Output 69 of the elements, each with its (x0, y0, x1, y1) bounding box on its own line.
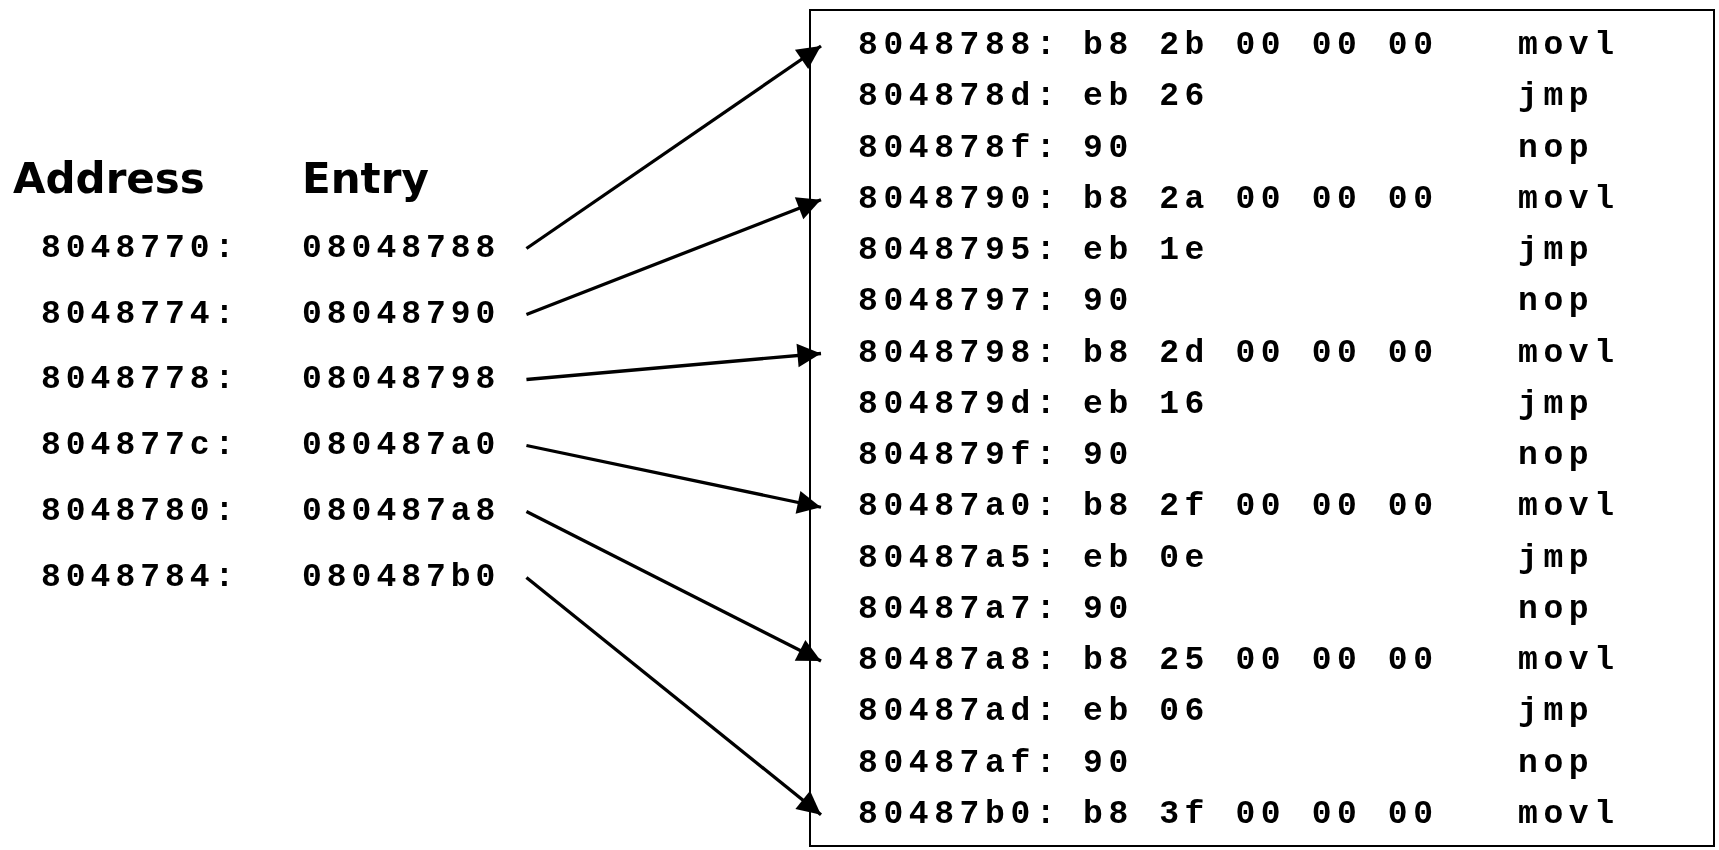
jump-table-entry: 080487a0 (302, 429, 501, 462)
jump-table-entry: 08048798 (302, 363, 501, 396)
machine-code: b8 2a 00 00 00 (1083, 181, 1439, 218)
machine-code: 90 (1083, 130, 1134, 167)
machine-code: 90 (1083, 591, 1134, 628)
instruction-address: 80487a7: (858, 591, 1062, 628)
instruction-mnemonic: nop (1518, 130, 1595, 167)
instruction-address: 80487a5: (858, 540, 1062, 577)
instruction-address: 804879d: (858, 386, 1062, 423)
instruction-address: 804878d: (858, 79, 1062, 116)
instruction-mnemonic: movl (1518, 796, 1620, 833)
instruction-address: 804878f: (858, 130, 1062, 167)
instruction-mnemonic: nop (1518, 438, 1595, 474)
arrow (525, 197, 822, 317)
machine-code: 90 (1083, 438, 1134, 474)
table-address: 8048780: (41, 495, 240, 528)
table-address: 8048778: (41, 363, 240, 396)
instruction-address: 8048795: (858, 233, 1062, 269)
instruction-mnemonic: nop (1518, 745, 1595, 782)
jump-table-entry: 080487b0 (302, 561, 501, 594)
machine-code: eb 1e (1083, 233, 1211, 269)
table-address: 8048784: (41, 561, 240, 594)
machine-code: b8 3f 00 00 00 (1083, 796, 1439, 833)
instruction-mnemonic: nop (1518, 284, 1595, 321)
arrow (526, 343, 822, 382)
machine-code: b8 2f 00 00 00 (1083, 489, 1439, 526)
instruction-mnemonic: jmp (1518, 540, 1595, 577)
instruction-address: 8048788: (858, 28, 1062, 64)
instruction-mnemonic: movl (1518, 181, 1620, 218)
table-address: 8048770: (41, 232, 240, 265)
instruction-mnemonic: jmp (1518, 694, 1595, 731)
machine-code: b8 25 00 00 00 (1083, 643, 1439, 679)
instruction-mnemonic: jmp (1518, 233, 1595, 269)
machine-code: b8 2d 00 00 00 (1083, 335, 1439, 372)
arrow (525, 576, 823, 817)
table-address: 804877c: (41, 429, 240, 462)
instruction-address: 80487b0: (858, 796, 1062, 833)
table-address: 8048774: (41, 298, 240, 331)
machine-code: b8 2b 00 00 00 (1083, 28, 1439, 64)
jump-table-entry: 08048788 (302, 232, 501, 265)
arrow (525, 44, 822, 250)
instruction-mnemonic: movl (1518, 489, 1620, 526)
jump-table-entry: 080487a8 (302, 495, 501, 528)
code-listing-box (809, 9, 1715, 847)
instruction-address: 804879f: (858, 438, 1062, 474)
machine-code: eb 16 (1083, 386, 1211, 423)
column-header: Entry (302, 158, 429, 200)
instruction-address: 80487ad: (858, 694, 1062, 731)
arrow (526, 443, 822, 514)
instruction-mnemonic: movl (1518, 28, 1620, 64)
instruction-mnemonic: jmp (1518, 79, 1595, 116)
instruction-mnemonic: jmp (1518, 386, 1595, 423)
machine-code: 90 (1083, 284, 1134, 321)
jump-table-entry: 08048790 (302, 298, 501, 331)
instruction-mnemonic: nop (1518, 591, 1595, 628)
machine-code: eb 06 (1083, 694, 1211, 731)
instruction-address: 8048797: (858, 284, 1062, 321)
instruction-address: 80487af: (858, 745, 1062, 782)
machine-code: 90 (1083, 745, 1134, 782)
instruction-address: 80487a0: (858, 489, 1062, 526)
instruction-mnemonic: movl (1518, 335, 1620, 372)
instruction-mnemonic: movl (1518, 643, 1620, 679)
instruction-address: 8048790: (858, 181, 1062, 218)
machine-code: eb 0e (1083, 540, 1211, 577)
instruction-address: 80487a8: (858, 643, 1062, 679)
instruction-address: 8048798: (858, 335, 1062, 372)
arrow (525, 510, 822, 663)
machine-code: eb 26 (1083, 79, 1211, 116)
column-header: Address (13, 158, 205, 200)
